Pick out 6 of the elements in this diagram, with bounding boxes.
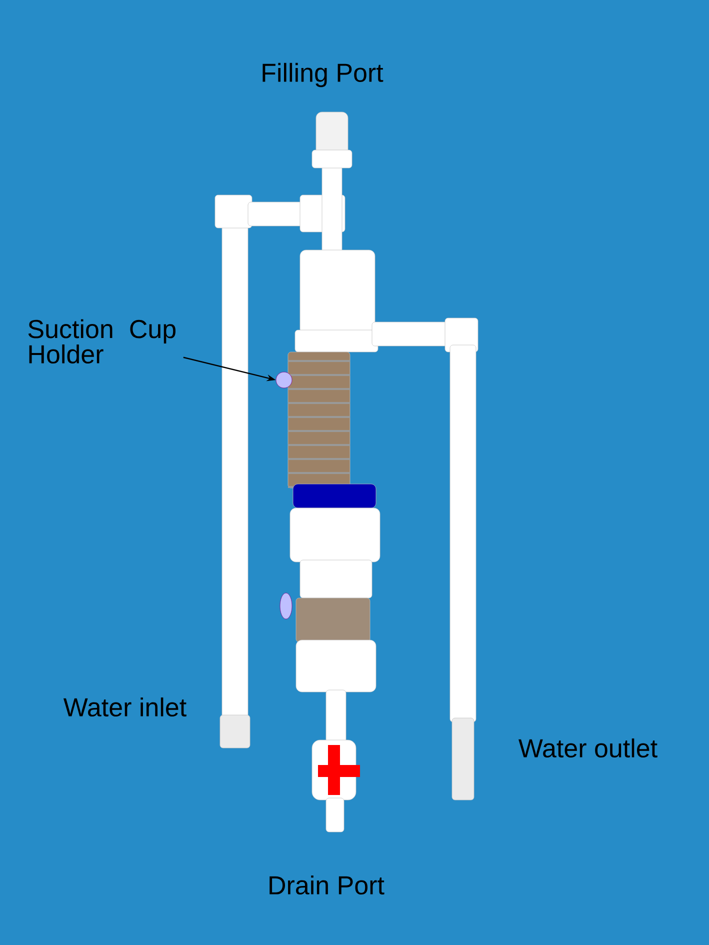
part-label: Filling Port (262, 62, 384, 88)
part-label: Water inlet (63, 697, 186, 717)
callout-text: Suction Cup Holder (28, 319, 176, 364)
suction-cup (276, 372, 292, 388)
part-label: Drain Port (270, 875, 384, 895)
part-label: Water outlet (518, 738, 658, 758)
